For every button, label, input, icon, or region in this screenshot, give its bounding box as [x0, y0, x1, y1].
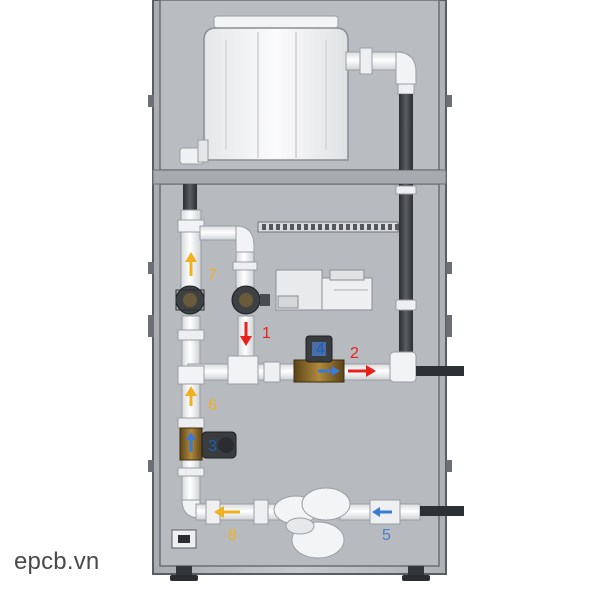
uv-bar-segment	[346, 224, 350, 230]
uv-bar-segment	[276, 224, 280, 230]
label-4: 4	[316, 341, 325, 358]
filter-housing	[273, 487, 351, 559]
uv-bar-segment	[339, 224, 343, 230]
label-3: 3	[208, 438, 217, 455]
uv-bar-segment	[395, 224, 399, 230]
uv-bar-segment	[325, 224, 329, 230]
watermark-text: epcb.vn	[14, 548, 100, 575]
flow-arrow-6	[185, 386, 197, 406]
uv-bar-segment	[290, 224, 294, 230]
label-5: 5	[382, 527, 391, 544]
pump-left	[175, 285, 205, 315]
uv-bar-segment	[388, 224, 392, 230]
uv-bar-segment	[332, 224, 336, 230]
left-riser-pipe	[183, 184, 197, 212]
water-tank	[203, 15, 349, 161]
uv-bar-segment	[381, 224, 385, 230]
flow-arrow-1	[240, 322, 252, 346]
right-riser-pipe	[395, 184, 417, 354]
label-2: 2	[350, 345, 359, 362]
uv-bar-segment	[262, 224, 266, 230]
uv-bar-segment	[304, 224, 308, 230]
power-socket	[171, 529, 197, 549]
label-8: 8	[228, 527, 237, 544]
upper-pipe-loop	[177, 209, 258, 291]
tank-outlet-pipe	[345, 47, 417, 170]
flow-arrow-7	[185, 252, 197, 276]
uv-bar-segment	[318, 224, 322, 230]
flow-arrow-3	[186, 432, 196, 452]
uv-bar-segment	[297, 224, 301, 230]
uv-bar-segment	[269, 224, 273, 230]
uv-bar-segment	[283, 224, 287, 230]
label-6: 6	[208, 397, 217, 414]
uv-bar-segment	[360, 224, 364, 230]
pump-right	[231, 285, 270, 315]
tank-inlet-fitting	[179, 139, 209, 165]
flow-arrow-4	[318, 366, 340, 376]
uv-bar-segment	[374, 224, 378, 230]
control-boxes	[275, 269, 373, 311]
uv-bar	[257, 221, 399, 233]
flow-arrow-5	[372, 507, 392, 517]
flow-arrow-2	[348, 365, 376, 377]
cabinet-feet	[170, 566, 430, 581]
uv-bar-segment	[353, 224, 357, 230]
uv-bar-segment	[367, 224, 371, 230]
label-7: 7	[208, 267, 217, 284]
uv-bar-segment	[311, 224, 315, 230]
flow-arrow-8	[214, 506, 240, 518]
label-1: 1	[262, 325, 271, 342]
